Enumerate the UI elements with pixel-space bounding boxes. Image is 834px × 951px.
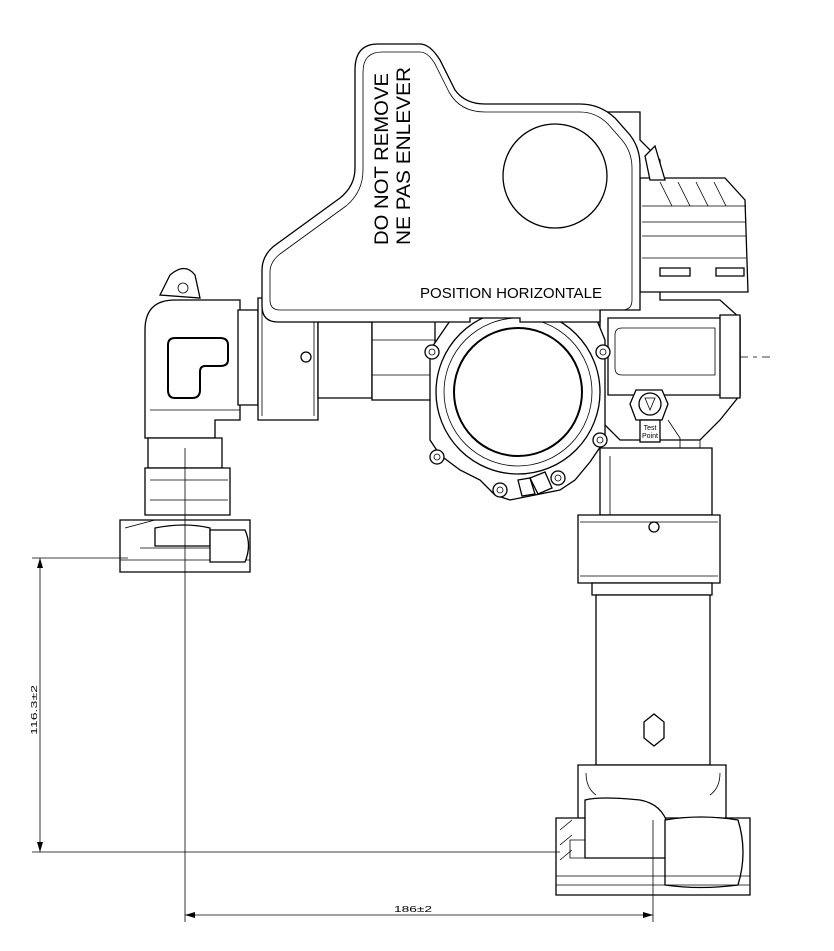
warning-label-plate: DO NOT REMOVE NE PAS ENLEVER POSITION HO…: [261, 43, 641, 323]
warning-text-fr: NE PAS ENLEVER: [394, 67, 415, 245]
position-label: POSITION HORIZONTALE: [420, 285, 602, 302]
left-neck: [237, 297, 436, 421]
test-point: Test Point: [629, 389, 701, 453]
inspection-window: [424, 309, 611, 501]
warning-text-en: DO NOT REMOVE: [372, 73, 393, 245]
test-point-label-2: Point: [642, 433, 658, 440]
test-point-label-1: Test: [644, 425, 657, 432]
vertical-dimension: 116.3±2: [30, 557, 560, 853]
horizontal-dimension-text: 186±2: [394, 905, 433, 914]
vertical-dimension-text: 116.3±2: [30, 684, 39, 735]
horizontal-dimension: 186±2: [184, 448, 654, 922]
electrical-connector: [639, 144, 749, 293]
left-elbow-fitting: [119, 267, 251, 573]
